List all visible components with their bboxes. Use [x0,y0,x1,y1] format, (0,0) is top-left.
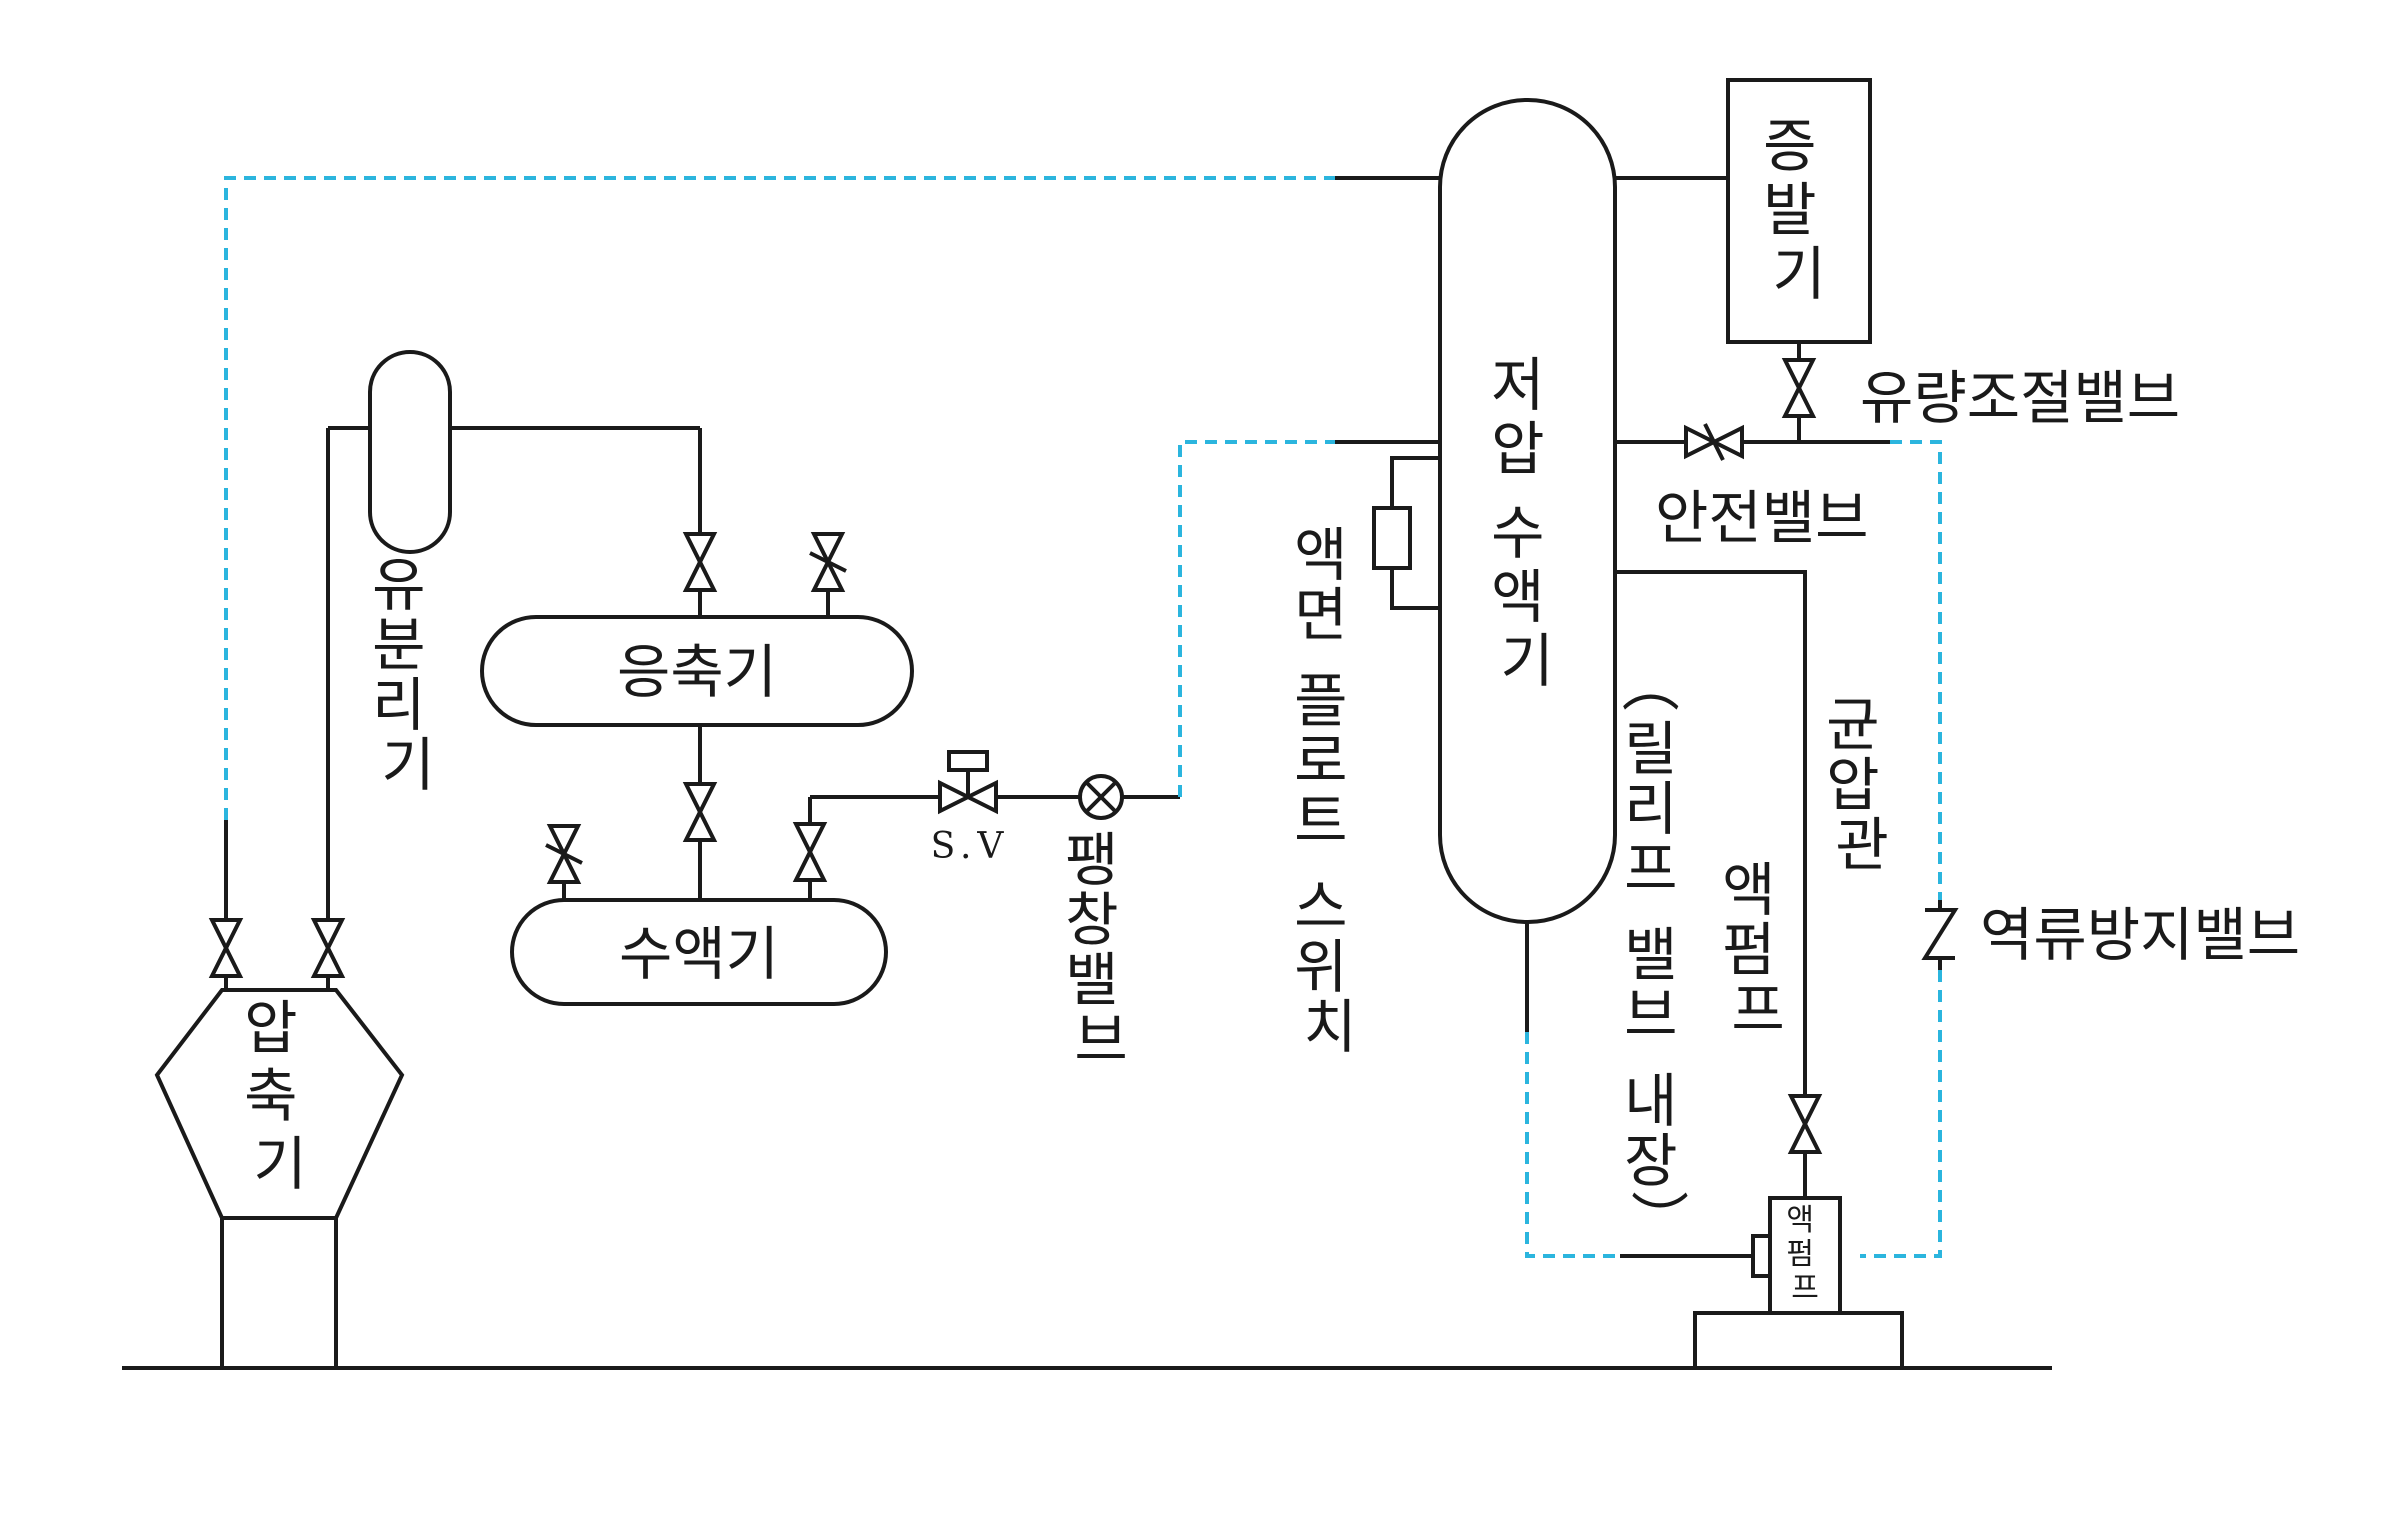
pump-box-char-2: 펌 [1786,1237,1814,1272]
equalizer-char-2: 압 [1826,751,1879,819]
relief-char-1: ︵ [1622,651,1680,719]
compressor-char-2: 축 [244,1062,297,1130]
expansion-valve-label: 팽 창 밸 브 [1065,826,1137,1074]
evaporator [1726,78,1872,344]
expansion-valve [1078,774,1124,820]
lp-receiver-char-4: 액 [1491,563,1544,631]
float-switch [1372,456,1440,610]
liquid-pump-label: 액 펌 프 [1722,856,1794,1044]
expansion-valve-char-1: 팽 [1065,826,1118,894]
flow-control-valve-label: 유량조절밸브 [1860,364,2180,432]
oil-separator [368,350,452,554]
condenser [480,615,914,727]
check-valve-label: 역류방지밸브 [1980,901,2300,969]
oil-separator-char-2: 분 [372,611,425,679]
evaporator-char-3: 기 [1772,240,1825,308]
condenser-label: 응축기 [617,638,777,706]
receiver-safety-valve [545,824,583,900]
float-switch-label: 액 면 플 로 트 스 위 치 [1294,521,1366,1061]
float-switch-char-7: 위 [1294,933,1347,1001]
liquid-pump-port [1751,1234,1772,1278]
receiver-outlet-valve [792,797,828,900]
relief-valve-note: ︵ 릴 리 프 밸 브 내 장 ︶ [1622,651,1698,1255]
relief-char-2: 릴 [1624,715,1677,783]
evaporator-label: 증 발 기 [1763,112,1835,308]
lp-receiver-char-5: 기 [1500,627,1553,695]
compressor [154,988,405,1368]
solenoid-valve [938,750,998,815]
expansion-valve-char-4: 브 [1074,1006,1127,1074]
condenser-inlet-valve [682,532,718,617]
pump-discharge-line [1860,970,1942,1258]
suction-line [224,176,1335,820]
pump-suction-line [1525,1032,1620,1258]
liquid-pump-valve [1787,1094,1823,1154]
solenoid-valve-label: S.V [931,826,1010,867]
relief-char-8: 장 [1624,1127,1677,1195]
oil-separator-label: 유 분 리 기 [372,551,444,799]
compressor-char-1: 압 [244,994,297,1062]
compressor-discharge-valve [310,428,346,990]
liquid-pump-char-3: 프 [1731,976,1784,1044]
expansion-valve-char-3: 밸 [1065,946,1118,1014]
float-switch-char-5: 트 [1294,787,1347,855]
check-valve [1921,900,1959,970]
lp-receiver-char-3: 수 [1491,499,1544,567]
expansion-valve-char-2: 창 [1065,886,1118,954]
relief-char-6: 브 [1624,981,1677,1049]
float-switch-char-2: 면 [1294,581,1347,649]
lp-receiver-label: 저 압 수 액 기 [1491,351,1563,695]
float-switch-char-6: 스 [1294,873,1347,941]
pump-box-char-1: 액 [1786,1203,1814,1238]
float-switch-char-3: 플 [1294,667,1347,735]
receiver-label: 수액기 [619,920,779,988]
float-switch-char-8: 치 [1303,993,1356,1061]
relief-char-9: ︶ [1631,1187,1689,1255]
receiver [510,898,888,1006]
liquid-pump-char-2: 펌 [1722,916,1775,984]
compressor-char-3: 기 [253,1130,306,1198]
oil-separator-char-3: 리 [372,671,425,739]
pump-box-char-3: 프 [1791,1271,1819,1306]
oil-separator-char-4: 기 [381,731,434,799]
flow-control-valve [1781,358,1817,418]
relief-char-7: 내 [1624,1067,1677,1135]
safety-valve-label: 안전밸브 [1655,484,1868,552]
condenser-outlet-valve [682,782,718,842]
lp-safety-valve [1684,423,1744,461]
compressor-suction-valve [208,820,244,990]
evaporator-char-2: 발 [1763,176,1816,244]
equalizer-char-3: 관 [1835,811,1888,879]
float-switch-char-1: 액 [1294,521,1347,589]
liquid-pump-char-1: 액 [1722,856,1775,924]
equalizer-char-1: 균 [1826,691,1879,759]
pump-base [1693,1311,1904,1370]
condenser-safety-valve [809,532,847,617]
liquid-pump-box-label: 액 펌 프 [1786,1203,1823,1306]
lp-receiver-char-1: 저 [1491,351,1544,419]
float-switch-char-4: 로 [1294,727,1347,795]
oil-separator-char-1: 유 [372,551,425,619]
compressor-label: 압 축 기 [244,994,316,1198]
relief-char-4: 프 [1624,835,1677,903]
lp-receiver-char-2: 압 [1491,415,1544,483]
relief-char-5: 밸 [1624,921,1677,989]
evaporator-char-1: 증 [1763,112,1816,180]
check-valve-line [1890,440,1942,900]
equalizer-pipe-label: 균 압 관 [1826,691,1898,879]
relief-char-3: 리 [1624,775,1677,843]
equalizer-pipe [1615,570,1807,1096]
